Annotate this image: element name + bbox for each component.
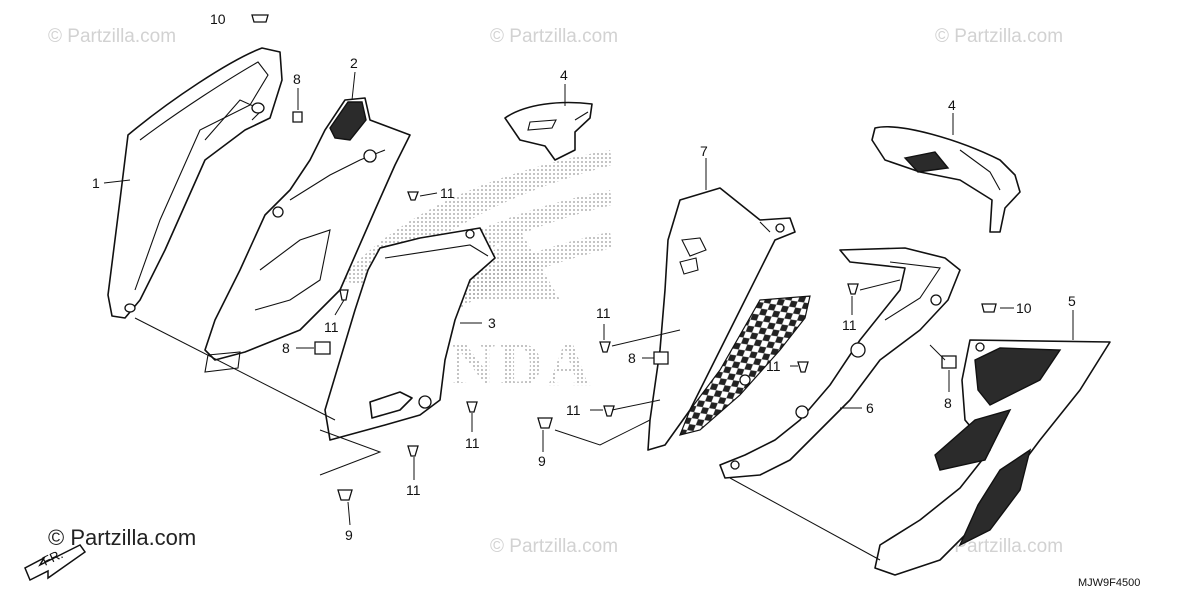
callout-8-top: 8 xyxy=(293,71,301,87)
clip-9-a xyxy=(337,489,353,501)
callout-10-right: 10 xyxy=(1016,300,1032,316)
screw-11-e xyxy=(599,341,611,353)
part-1-side-cowl xyxy=(107,47,283,319)
screw-11-f xyxy=(603,405,615,417)
callout-11-h: 11 xyxy=(766,358,781,374)
clip-8-d xyxy=(653,351,669,365)
fasteners xyxy=(251,14,997,501)
screw-11-a xyxy=(407,191,419,201)
callout-11-e: 11 xyxy=(596,305,611,321)
callout-5: 5 xyxy=(1068,293,1076,309)
watermark-top-left: © Partzilla.com xyxy=(48,26,176,47)
part-3-middle-panel xyxy=(324,227,496,441)
front-direction-arrow: FR. xyxy=(24,544,87,582)
callout-11-d: 11 xyxy=(406,482,421,498)
callout-3: 3 xyxy=(488,315,496,331)
part-5-lower-cowl xyxy=(874,339,1111,576)
watermark-bottom-center: © Partzilla.com xyxy=(490,536,618,557)
callout-4-left: 4 xyxy=(560,67,568,83)
bolt-8-top xyxy=(292,111,303,123)
part-4-small-cover-right xyxy=(871,126,1021,233)
leader-lines xyxy=(103,71,1074,561)
watermark-top-right: © Partzilla.com xyxy=(935,26,1063,47)
callout-1: 1 xyxy=(92,175,100,191)
callout-11-b: 11 xyxy=(324,319,339,335)
clip-8-right xyxy=(941,355,957,369)
clip-9-b xyxy=(537,417,553,429)
screw-11-d xyxy=(407,445,419,457)
callout-11-g: 11 xyxy=(842,317,857,333)
callout-8-left: 8 xyxy=(282,340,290,356)
callout-7: 7 xyxy=(700,143,708,159)
screw-11-b xyxy=(339,289,349,301)
callout-11-c: 11 xyxy=(465,435,480,451)
callouts: 1 2 3 4 4 5 6 7 8 8 8 8 9 9 10 10 11 11 … xyxy=(92,11,1076,543)
part-2-inner-panel xyxy=(204,97,411,373)
callout-10-top: 10 xyxy=(210,11,226,27)
clip-8-c xyxy=(314,341,331,355)
watermark-top-center: © Partzilla.com xyxy=(490,26,618,47)
bolt-10-top xyxy=(251,14,269,23)
callout-9-center: 9 xyxy=(538,453,546,469)
screw-11-g xyxy=(847,283,859,295)
callout-4-right: 4 xyxy=(948,97,956,113)
bolt-10-right xyxy=(981,303,997,313)
mesh-grille xyxy=(679,295,811,436)
screw-11-c xyxy=(466,401,478,413)
callout-2: 2 xyxy=(350,55,358,71)
callout-11-a: 11 xyxy=(440,185,455,201)
callout-6: 6 xyxy=(866,400,874,416)
callout-9-left: 9 xyxy=(345,527,353,543)
part-6-inner-bracket xyxy=(719,247,961,479)
diagram-code: MJW9F4500 xyxy=(1078,577,1140,589)
callout-8-right: 8 xyxy=(944,395,952,411)
screw-11-h xyxy=(797,361,809,373)
part-7-front-panel xyxy=(647,187,796,451)
callout-11-f: 11 xyxy=(566,402,581,418)
part-4-small-cover-left xyxy=(504,101,593,161)
watermark-bottom-left: © Partzilla.com xyxy=(48,525,196,550)
callout-8-center: 8 xyxy=(628,350,636,366)
